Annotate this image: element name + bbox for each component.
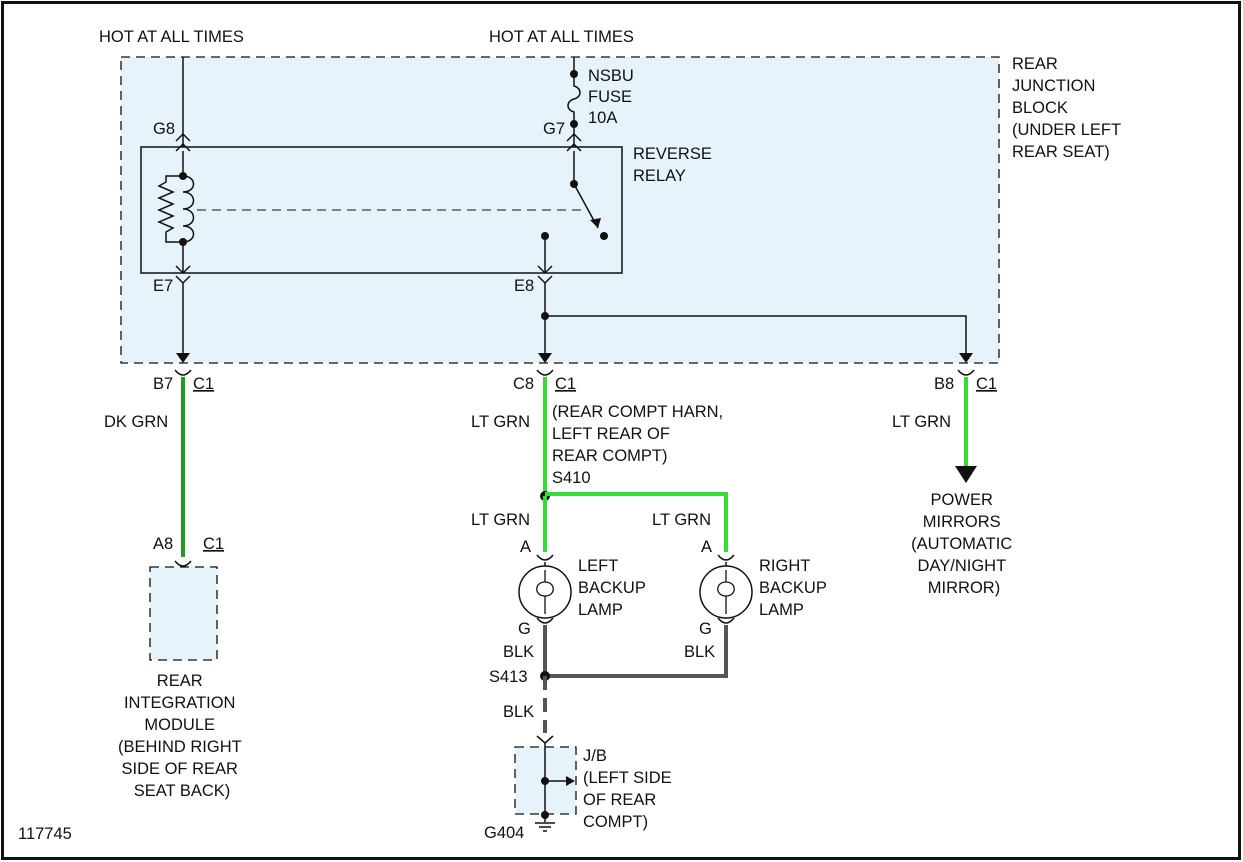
- wire-to-b8: [545, 315, 967, 353]
- connector-c1-b7: C1: [193, 375, 214, 393]
- fuse-label: NSBU FUSE 10A: [588, 67, 638, 127]
- wire-label-blk-left: BLK: [503, 643, 534, 661]
- connector-g7: [566, 132, 582, 152]
- left-backup-lamp-label: LEFT BACKUP LAMP: [578, 557, 650, 619]
- coil-resistor: [157, 175, 183, 243]
- hot-at-all-times-right: HOT AT ALL TIMES: [489, 28, 634, 46]
- connector-b7: [174, 369, 192, 376]
- left-backup-lamp-bulb: [518, 565, 572, 619]
- pin-left-a: A: [520, 538, 531, 556]
- power-mirrors-arrow: [955, 466, 977, 483]
- switch-nc-contact: [600, 232, 608, 240]
- wire-blk-right: [545, 625, 728, 678]
- wire-label-dk-grn: DK GRN: [104, 413, 168, 431]
- wire-lt-grn-right-lamp: [545, 492, 728, 552]
- right-lamp-filament: [717, 570, 735, 614]
- wire-label-lt-grn-b8: LT GRN: [892, 413, 951, 431]
- splice-s413-label: S413: [489, 668, 528, 686]
- rear-integration-module-box: [149, 566, 218, 661]
- ground-symbol-g404: [535, 822, 555, 832]
- wire-label-lt-grn-left: LT GRN: [471, 511, 530, 529]
- figure-id: 117745: [18, 825, 72, 843]
- pin-b8: B8: [934, 375, 954, 393]
- connector-a8: [174, 560, 192, 567]
- pin-e7: E7: [153, 277, 173, 295]
- pin-a8: A8: [153, 535, 173, 553]
- junction-block-label: REAR JUNCTION BLOCK (UNDER LEFT REAR SEA…: [1012, 55, 1125, 161]
- rear-integration-module-label: REAR INTEGRATION MODULE (BEHIND RIGHT SI…: [118, 672, 246, 800]
- left-lamp-filament: [536, 570, 554, 614]
- pin-b7: B7: [153, 375, 173, 393]
- pin-e8: E8: [514, 277, 534, 295]
- pin-g7: G7: [543, 120, 565, 138]
- pin-c8: C8: [513, 375, 534, 393]
- connector-b8-arrow: [959, 353, 973, 363]
- reverse-relay-label: REVERSE RELAY: [633, 145, 716, 185]
- connector-right-a: [717, 554, 735, 561]
- harness-note: (REAR COMPT HARN, LEFT REAR OF REAR COMP…: [552, 403, 728, 465]
- connector-right-g: [717, 617, 735, 624]
- connector-b8: [957, 369, 975, 376]
- wire-label-blk-right: BLK: [684, 643, 715, 661]
- right-backup-lamp-label: RIGHT BACKUP LAMP: [759, 557, 831, 619]
- connector-c1-a8: C1: [203, 535, 224, 553]
- connector-b7-arrow: [176, 353, 190, 363]
- connector-c8-arrow: [538, 353, 552, 363]
- connector-jb: [536, 735, 554, 744]
- right-backup-lamp-bulb: [699, 565, 753, 619]
- hot-at-all-times-left: HOT AT ALL TIMES: [99, 28, 244, 46]
- coil-winding: [182, 175, 195, 243]
- connector-c8: [536, 369, 554, 376]
- pin-g8: G8: [153, 120, 175, 138]
- connector-c1-c8: C1: [555, 375, 576, 393]
- ground-label-g404: G404: [484, 824, 524, 842]
- jb-label: J/B (LEFT SIDE OF REAR COMPT): [583, 747, 676, 831]
- connector-left-g: [536, 617, 554, 624]
- nsbu-fuse: [567, 74, 581, 124]
- switch-arm-head: [590, 218, 601, 228]
- connector-left-a: [536, 554, 554, 561]
- pin-right-g: G: [699, 620, 712, 638]
- connector-g8: [175, 132, 191, 152]
- splice-s410-label: S410: [552, 469, 591, 487]
- wire-label-lt-grn-right: LT GRN: [652, 511, 711, 529]
- wire-label-blk-ground: BLK: [503, 703, 534, 721]
- power-mirrors-label: POWER MIRRORS (AUTOMATIC DAY/NIGHT MIRRO…: [911, 491, 1017, 597]
- connector-c1-b8: C1: [976, 375, 997, 393]
- jb-branch-arrow: [566, 776, 575, 786]
- pin-right-a: A: [701, 538, 712, 556]
- wire-label-lt-grn-c8: LT GRN: [471, 413, 530, 431]
- pin-left-g: G: [518, 620, 531, 638]
